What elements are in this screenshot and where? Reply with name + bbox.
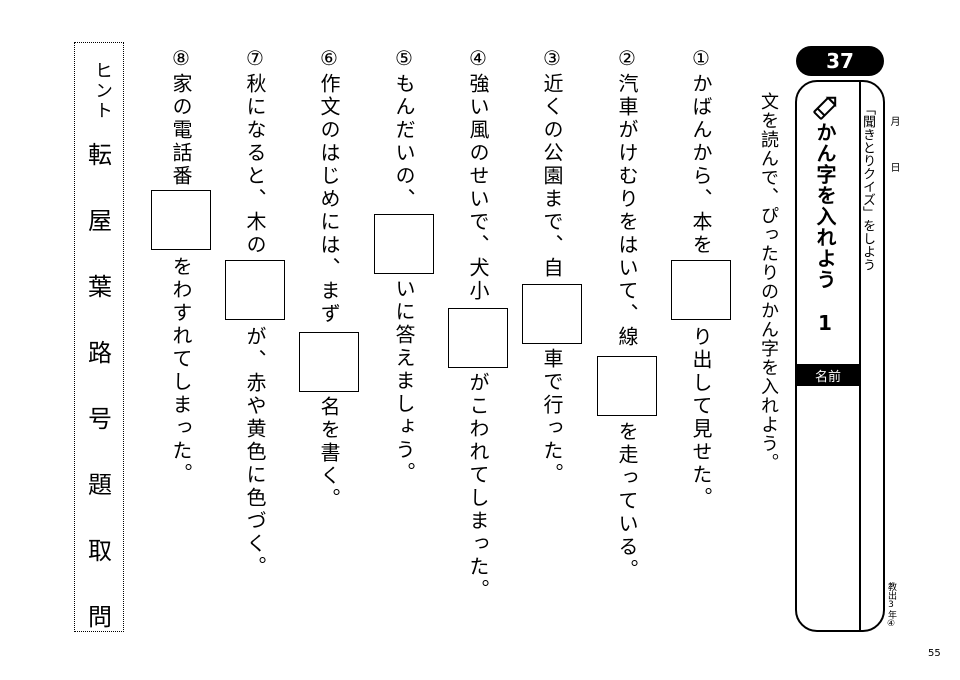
answer-box-4[interactable]	[448, 308, 508, 368]
question-6-before: ⑥作文のはじめには、まず	[317, 46, 341, 326]
question-5: ⑤もんだいの、 いに答えましょう。	[374, 46, 434, 626]
answer-box-5[interactable]	[374, 214, 434, 274]
question-1-after: り出して見せた。	[689, 326, 713, 510]
question-4-after: がこわれてしまった。	[466, 372, 490, 602]
question-5-after: いに答えましょう。	[392, 278, 416, 485]
name-label: 名前	[797, 364, 859, 386]
question-8: ⑧家の電話番 をわすれてしまった。	[151, 46, 211, 626]
question-4: ④強い風のせいで、犬小 がこわれてしまった。	[448, 46, 508, 626]
question-4-before: ④強い風のせいで、犬小	[466, 46, 490, 303]
month-label: 月	[888, 116, 899, 126]
edition-label: 教出3年④	[886, 582, 896, 629]
hint-kanji-5: 号	[88, 405, 112, 433]
title-divider	[859, 82, 861, 630]
question-7-before: ⑦秋になると、木の	[243, 46, 267, 257]
question-7: ⑦秋になると、木の が、赤や黄色に色づく。	[225, 46, 285, 626]
hint-kanji-3: 葉	[88, 273, 112, 301]
question-8-before: ⑧家の電話番	[169, 46, 193, 188]
page-number: 55	[928, 648, 941, 659]
question-7-after: が、赤や黄色に色づく。	[243, 326, 267, 579]
worksheet-title: かん字を入れよう 1	[813, 122, 837, 336]
question-2-after: を走っている。	[615, 421, 639, 582]
answer-box-7[interactable]	[225, 260, 285, 320]
hint-kanji-4: 路	[88, 339, 112, 367]
name-field[interactable]	[797, 386, 859, 630]
lesson-subtitle: 「聞きとりクイズ」をしよう	[860, 102, 875, 271]
hint-box: ヒント 転 屋 葉 路 号 題 取 問	[74, 42, 124, 632]
question-2: ②汽車がけむりをはいて、線 を走っている。	[597, 46, 657, 626]
question-6: ⑥作文のはじめには、まず 名を書く。	[299, 46, 359, 626]
question-8-after: をわすれてしまった。	[169, 256, 193, 486]
question-3: ③近くの公園まで、自 車で行った。	[522, 46, 582, 626]
answer-box-3[interactable]	[522, 284, 582, 344]
hint-kanji-8: 問	[88, 603, 112, 631]
answer-box-2[interactable]	[597, 356, 657, 416]
hint-kanji-2: 屋	[88, 207, 112, 235]
pencil-icon	[813, 96, 837, 120]
hint-kanji-7: 取	[88, 537, 112, 565]
hint-label: ヒント	[92, 61, 113, 121]
title-panel: かん字を入れよう 1 「聞きとりクイズ」をしよう 名前	[795, 80, 885, 632]
instruction-text: 文を読んで、ぴったりのかん字を入れよう。	[758, 92, 779, 472]
question-3-after: 車で行った。	[540, 348, 564, 486]
day-label: 日	[888, 162, 899, 172]
answer-box-8[interactable]	[151, 190, 211, 250]
question-1: ①かばんから、本を り出して見せた。	[671, 46, 731, 626]
question-5-before: ⑤もんだいの、	[392, 46, 416, 211]
question-6-after: 名を書く。	[317, 396, 341, 511]
hint-kanji-1: 転	[88, 141, 112, 169]
question-2-before: ②汽車がけむりをはいて、線	[615, 46, 639, 349]
hint-kanji-6: 題	[88, 471, 112, 499]
worksheet-number-badge: 37	[796, 46, 884, 76]
answer-box-1[interactable]	[671, 260, 731, 320]
answer-box-6[interactable]	[299, 332, 359, 392]
question-3-before: ③近くの公園まで、自	[540, 46, 564, 280]
question-1-before: ①かばんから、本を	[689, 46, 713, 257]
